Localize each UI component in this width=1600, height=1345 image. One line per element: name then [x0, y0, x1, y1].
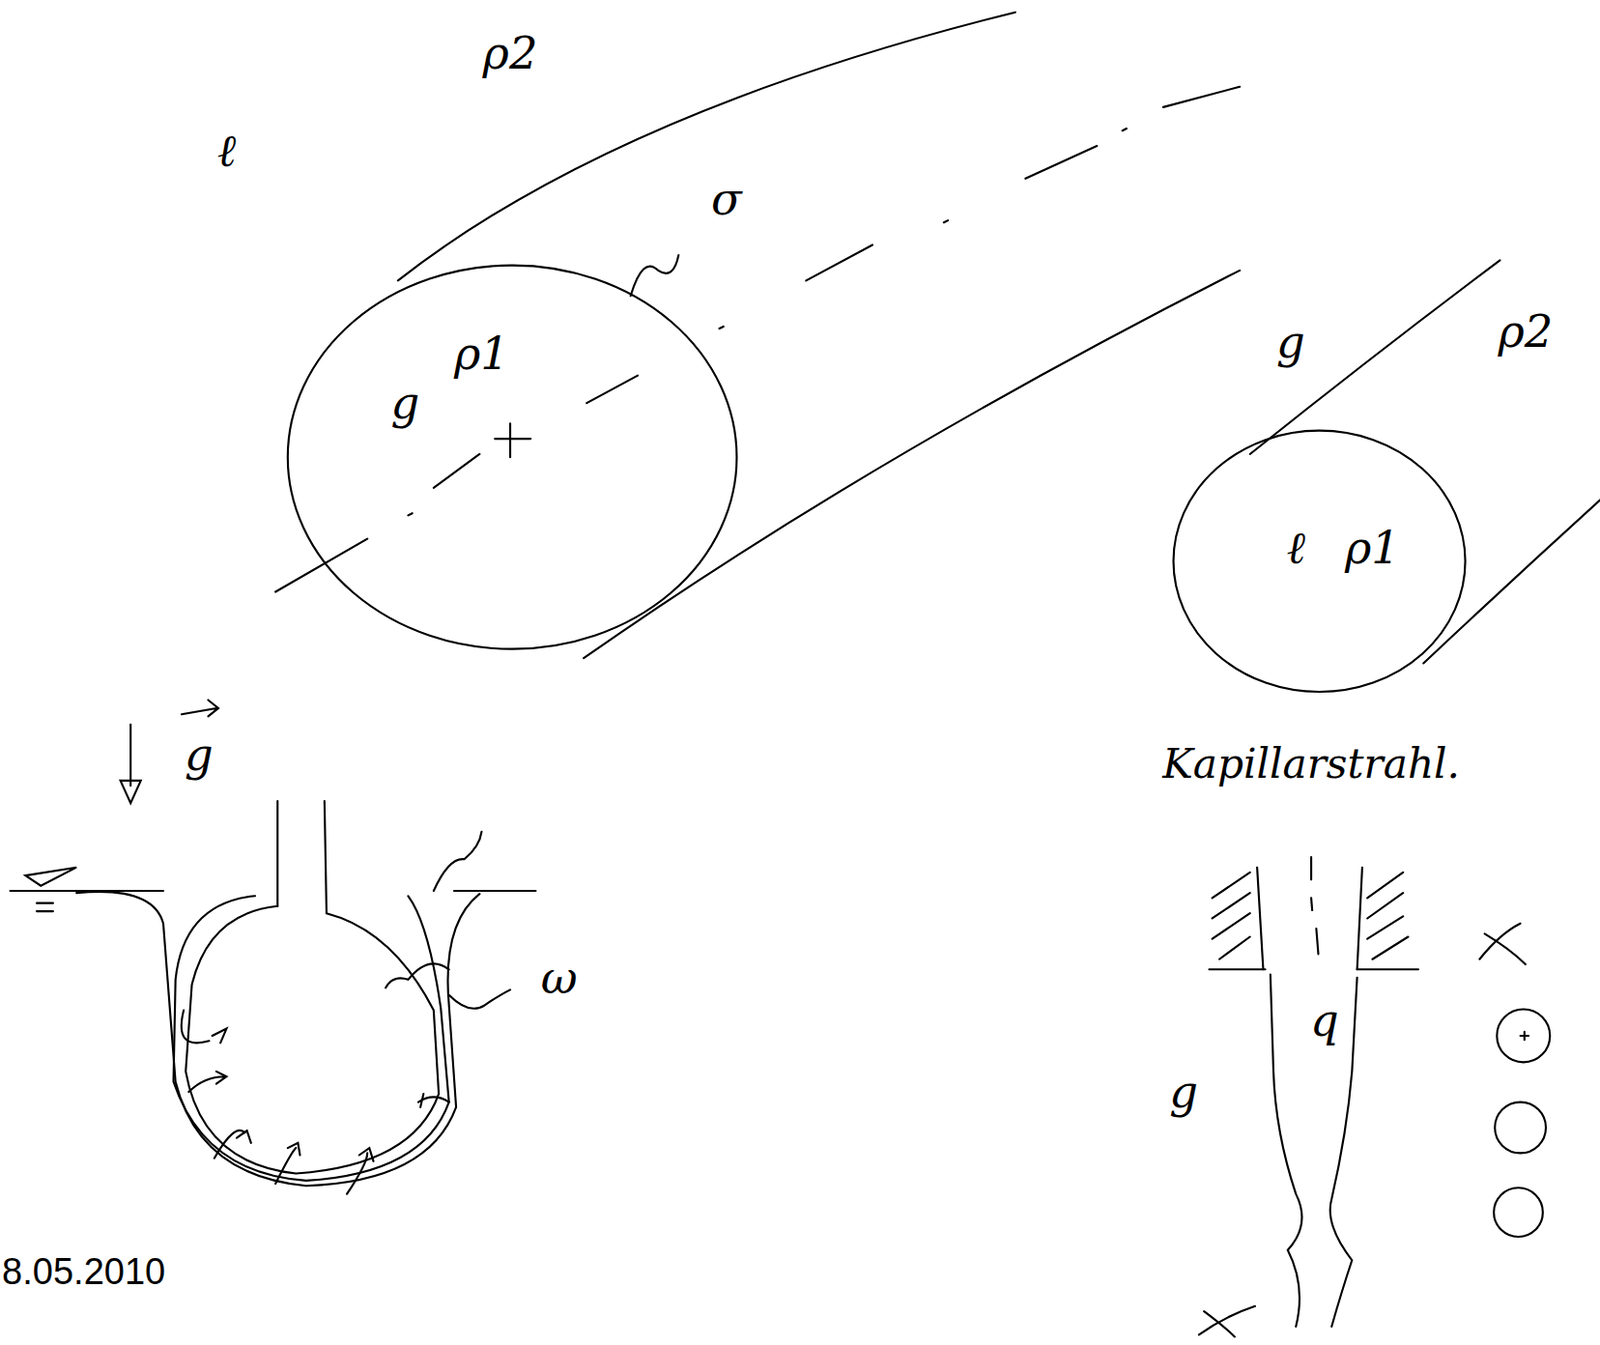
symbol-label: ℓ: [1286, 525, 1306, 571]
jet-section: [1173, 430, 1466, 692]
bubble: [185, 906, 439, 1174]
date-label: 8.05.2010: [1, 1253, 166, 1290]
symbol-label: q: [1310, 998, 1340, 1043]
gravity-arrow: [120, 724, 142, 803]
water-level-symbol: [25, 867, 77, 912]
droplet: [1496, 1008, 1550, 1062]
droplet: [1493, 1187, 1543, 1237]
symbol-label: g: [1169, 1069, 1199, 1115]
symbol-label: ρ2: [483, 30, 539, 76]
nozzle-wall: [1257, 867, 1363, 971]
leader-line: [433, 831, 483, 891]
symbol-label: ρ1: [1344, 525, 1400, 571]
axis-line: [1311, 857, 1318, 954]
cylinder-section: ρ1 g: [287, 265, 738, 650]
symbol-label: g: [390, 380, 420, 426]
center-mark: [1520, 1031, 1529, 1040]
symbol-label: ℓ: [217, 128, 236, 173]
nozzle-plate: [1208, 968, 1419, 971]
cross-mark: [1199, 1306, 1256, 1338]
cylinder-edge: [583, 270, 1240, 658]
center-mark: [494, 423, 531, 458]
title-note: Kapillarstrahl.: [1162, 742, 1460, 784]
leader-line: [449, 989, 511, 1008]
cylinder-section: [287, 265, 738, 650]
flow-arrows: [181, 963, 450, 1194]
capillary-tube: [277, 800, 327, 914]
water-surface: [454, 889, 536, 892]
symbol-label: ρ2: [1497, 309, 1553, 354]
symbol-label: ω: [541, 955, 578, 1000]
cylinder-edge: [398, 12, 1016, 282]
symbol-label: g: [1276, 319, 1306, 365]
cross-mark: [1479, 923, 1526, 965]
leader-line: [630, 255, 680, 296]
hatching: [1212, 872, 1409, 960]
cylinder-edge: [1423, 499, 1600, 663]
symbol-label: ρ1: [454, 331, 510, 376]
symbol-label: σ: [711, 176, 743, 222]
symbol-label: g: [184, 732, 214, 777]
boundary-layer: [173, 895, 450, 1181]
jet-section: ℓ ρ1: [1173, 430, 1466, 692]
axis-line: [275, 86, 1240, 593]
outer-film: [76, 891, 480, 1186]
cylinder-edge: [1250, 259, 1501, 455]
vector-arrow: [181, 699, 219, 716]
droplet: [1494, 1102, 1546, 1154]
jet-edge: [1270, 974, 1303, 1327]
